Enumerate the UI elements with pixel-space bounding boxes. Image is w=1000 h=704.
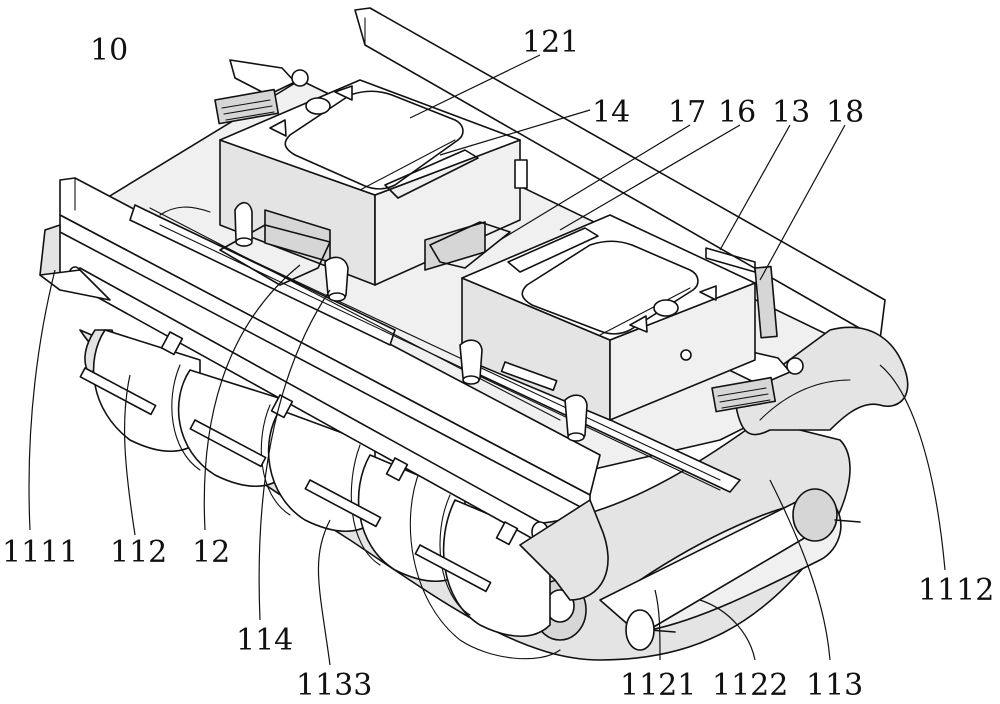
label-13: 13 <box>772 95 810 130</box>
label-113: 113 <box>806 668 863 703</box>
ribbon-cables <box>219 221 511 286</box>
rear-latch <box>214 59 309 125</box>
front-latch <box>711 344 804 413</box>
label-1111: 1111 <box>2 535 78 570</box>
reference-labels: 10 121 14 17 16 13 18 1111 112 12 114 11… <box>2 25 994 703</box>
label-1122: 1122 <box>712 668 788 703</box>
label-1133: 1133 <box>296 668 372 703</box>
label-14: 14 <box>592 95 630 130</box>
upper-control-box <box>219 79 528 286</box>
label-17: 17 <box>668 95 706 130</box>
label-18: 18 <box>826 95 864 130</box>
label-16: 16 <box>718 95 756 130</box>
hose-fittings <box>159 201 588 442</box>
leader-lines <box>28 54 946 666</box>
label-121: 121 <box>522 25 579 60</box>
label-112: 112 <box>110 535 167 570</box>
label-1112: 1112 <box>918 573 994 608</box>
label-114: 114 <box>236 623 293 658</box>
lower-control-box <box>461 214 778 421</box>
label-1121: 1121 <box>620 668 696 703</box>
label-12: 12 <box>192 535 230 570</box>
label-10: 10 <box>90 33 128 68</box>
